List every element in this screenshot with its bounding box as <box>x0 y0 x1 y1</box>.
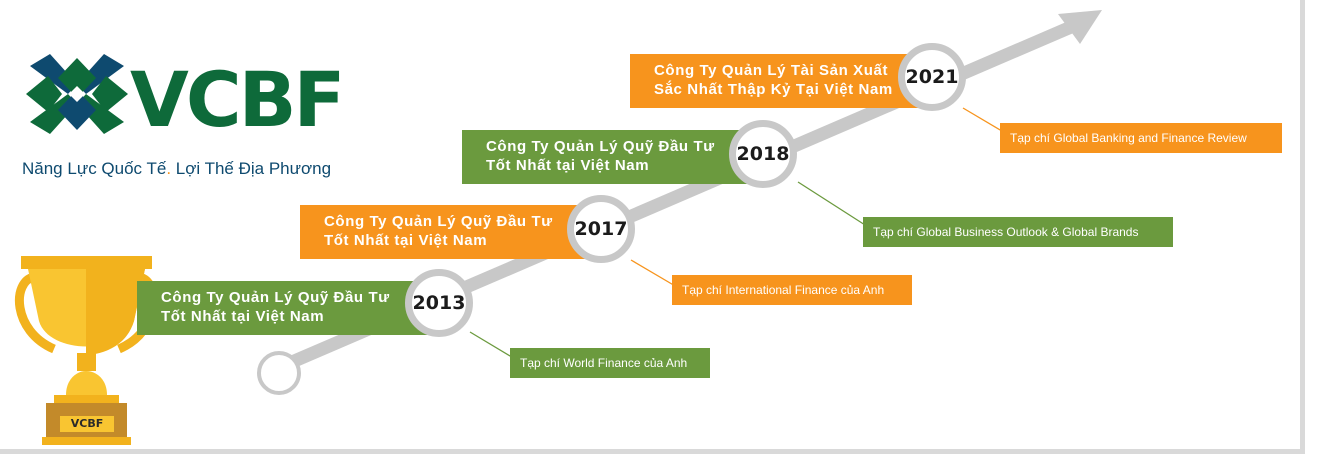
award-2017-line-1: Công Ty Quản Lý Quỹ Đầu Tư <box>324 213 553 230</box>
award-2013-line-1: Công Ty Quản Lý Quỹ Đầu Tư <box>161 289 390 306</box>
award-box-2017: Công Ty Quản Lý Quỹ Đầu Tư Tốt Nhất tại … <box>300 205 610 259</box>
trophy-label: VCBF <box>70 417 104 430</box>
source-label-2021: Tạp chí Global Banking and Finance Revie… <box>1000 123 1282 153</box>
award-box-2021: Công Ty Quản Lý Tài Sản Xuất Sắc Nhất Th… <box>630 54 938 108</box>
award-2018-line-2: Tốt Nhất tại Việt Nam <box>486 157 650 174</box>
tagline-dot: . <box>166 159 172 178</box>
frame-border-right <box>1300 0 1305 454</box>
source-label-2017: Tạp chí International Finance của Anh <box>672 275 912 305</box>
timeline-arrow-head <box>1058 10 1102 44</box>
tagline-part-1: Năng Lực Quốc Tế <box>22 159 167 178</box>
logo-tagline: Năng Lực Quốc Tế. Lợi Thế Địa Phương <box>22 159 331 179</box>
source-label-2018: Tạp chí Global Business Outlook & Global… <box>863 217 1173 247</box>
source-label-2013: Tạp chí World Finance của Anh <box>510 348 710 378</box>
vcbf-logo-mark-icon <box>26 54 128 134</box>
award-2021-line-1: Công Ty Quản Lý Tài Sản Xuất <box>654 62 889 79</box>
year-circle-2013: 2013 <box>405 269 473 337</box>
vcbf-logo-text: VCBF <box>130 55 345 144</box>
vcbf-logo: VCBF Năng Lực Quốc Tế. Lợi Thế Địa Phươn… <box>22 44 345 189</box>
award-2013-line-2: Tốt Nhất tại Việt Nam <box>161 308 325 325</box>
award-2021-line-2: Sắc Nhất Thập Kỷ Tại Việt Nam <box>654 81 893 98</box>
award-2017-line-2: Tốt Nhất tại Việt Nam <box>324 232 488 249</box>
award-2018-line-1: Công Ty Quản Lý Quỹ Đầu Tư <box>486 138 715 155</box>
trophy-icon: VCBF <box>14 253 159 448</box>
timeline-start-circle <box>257 351 301 395</box>
trophy-graphic <box>15 256 158 445</box>
year-circle-2017: 2017 <box>567 195 635 263</box>
tagline-part-2: Lợi Thế Địa Phương <box>171 159 332 178</box>
frame-border-bottom <box>0 449 1305 454</box>
year-circle-2018: 2018 <box>729 120 797 188</box>
award-box-2018: Công Ty Quản Lý Quỹ Đầu Tư Tốt Nhất tại … <box>462 130 776 184</box>
year-circle-2021: 2021 <box>898 43 966 111</box>
award-box-2013: Công Ty Quản Lý Quỹ Đầu Tư Tốt Nhất tại … <box>137 281 449 335</box>
